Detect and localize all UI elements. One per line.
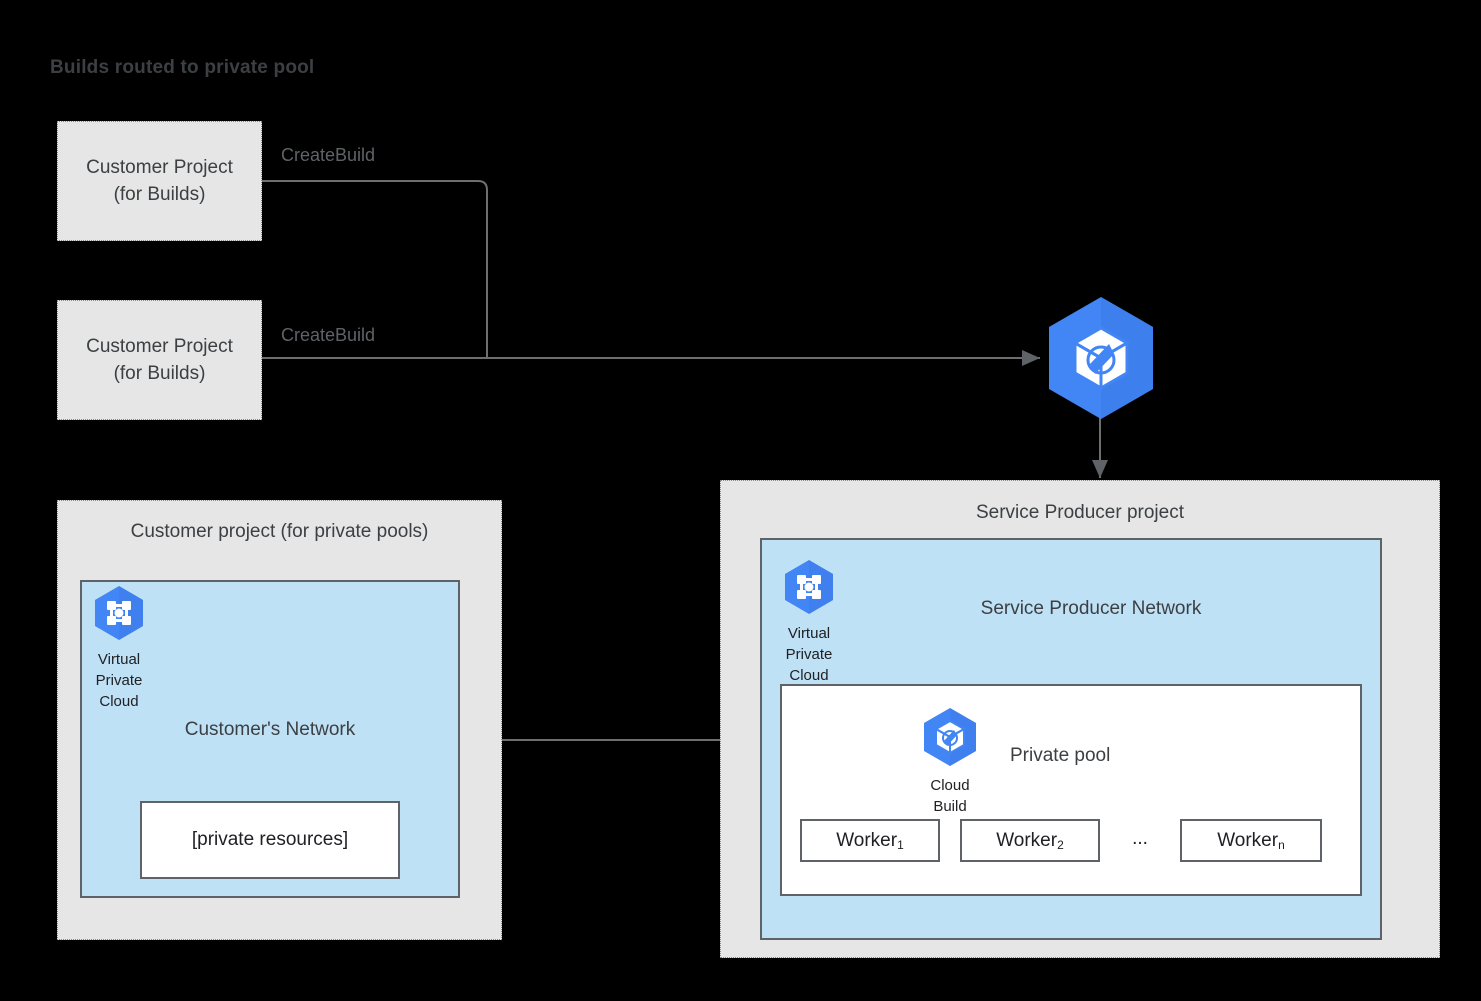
- customer-private-pool-project-title: Customer project (for private pools): [130, 521, 429, 542]
- worker-n-label: Worker: [1217, 829, 1279, 851]
- worker-2-subscript: 2: [1057, 837, 1064, 852]
- worker-n-subscript: n: [1278, 837, 1285, 852]
- cloud-build-icon: [1049, 297, 1153, 419]
- cloud-build-service-icon[interactable]: [1040, 293, 1162, 423]
- private-resources-box[interactable]: [private resources]: [140, 801, 400, 879]
- vpc-caption-producer-line3: Cloud: [789, 667, 829, 684]
- customer-build-project-2-text: Customer Project (for Builds): [86, 333, 233, 387]
- service-producer-project-title: Service Producer project: [975, 502, 1185, 523]
- vpc-caption-producer-line1: Virtual: [787, 625, 831, 642]
- cloud-build-caption-line2: Build: [933, 798, 967, 815]
- private-pool-box[interactable]: [780, 684, 1362, 896]
- vpc-caption-customer-line3: Cloud: [99, 693, 139, 710]
- vpc-caption-producer: Virtual Private Cloud: [778, 623, 840, 686]
- cp1-line2: (for Builds): [113, 184, 206, 205]
- customers-network-name: Customer's Network: [184, 719, 356, 740]
- worker-1-subscript: 1: [897, 837, 904, 852]
- vpc-icon-block-producer: Virtual Private Cloud: [778, 558, 840, 686]
- edge-label-createbuild-2: CreateBuild: [281, 325, 376, 345]
- vpc-caption-customer: Virtual Private Cloud: [88, 649, 150, 712]
- cloud-build-caption: Cloud Build: [918, 775, 982, 817]
- customer-build-project-2[interactable]: Customer Project (for Builds): [57, 300, 262, 420]
- worker-1-label: Worker: [836, 829, 898, 851]
- private-pool-name: Private pool: [1010, 745, 1111, 766]
- page-title: Builds routed to private pool: [50, 57, 315, 78]
- vpc-caption-customer-line1: Virtual: [97, 651, 141, 668]
- edge-label-createbuild-1: CreateBuild: [281, 145, 376, 165]
- cp1-line1: Customer Project: [86, 157, 233, 178]
- cloud-build-icon-block: Cloud Build: [918, 706, 982, 817]
- vpc-icon-block-customer: Virtual Private Cloud: [88, 584, 150, 712]
- cloud-build-icon: [924, 708, 976, 766]
- vpc-caption-producer-line2: Private: [785, 646, 833, 663]
- cp2-line2: (for Builds): [113, 363, 206, 384]
- virtual-private-cloud-icon: [95, 586, 143, 640]
- private-resources-label: [private resources]: [191, 829, 349, 850]
- virtual-private-cloud-icon: [785, 560, 833, 614]
- worker-2-label: Worker: [996, 829, 1058, 851]
- customer-build-project-1-text: Customer Project (for Builds): [86, 154, 233, 208]
- customer-build-project-1[interactable]: Customer Project (for Builds): [57, 121, 262, 241]
- vpc-caption-customer-line2: Private: [95, 672, 143, 689]
- cloud-build-caption-line1: Cloud: [930, 777, 970, 794]
- service-producer-network-name: Service Producer Network: [980, 598, 1202, 619]
- cp2-line1: Customer Project: [86, 336, 233, 357]
- worker-ellipsis: ...: [1132, 828, 1148, 849]
